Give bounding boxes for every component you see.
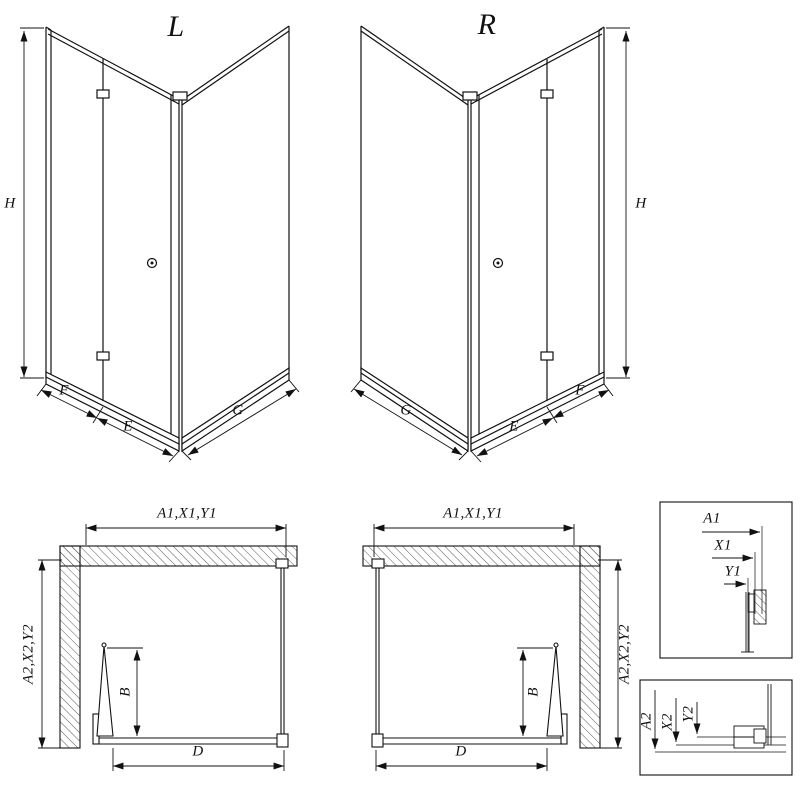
- detail-view-wall-profile: [659, 501, 793, 659]
- hinge-bottom: [96, 351, 110, 361]
- dimensions-plan-right: [373, 524, 622, 771]
- rail-fitting: [371, 733, 384, 748]
- wall-top: [59, 545, 298, 567]
- hinge-top: [96, 89, 110, 99]
- wall-top: [362, 545, 601, 567]
- dim-label-depth-plan-left: A2,X2,Y2: [20, 624, 37, 684]
- wall-fitting: [275, 558, 289, 569]
- dim-label-b-plan-left: B: [117, 687, 134, 697]
- dim-label-width-plan-left: A1,X1,Y1: [157, 505, 217, 522]
- rail-fitting: [276, 733, 289, 748]
- dim-label-d-plan-left: D: [192, 743, 204, 760]
- dim-label-f-left: F: [59, 382, 69, 399]
- wall-fitting: [371, 558, 385, 569]
- dim-label-d-plan-right: D: [455, 743, 467, 760]
- dim-label-e-left: E: [123, 418, 133, 435]
- detail-label-x2: X2: [659, 713, 676, 731]
- detail-view-bottom-profile: [639, 679, 793, 776]
- corner-bracket: [172, 91, 188, 101]
- dim-label-f-right: F: [575, 382, 585, 399]
- detail-label-y2: Y2: [680, 705, 697, 723]
- detail-label-a2: A2: [638, 712, 655, 730]
- dim-label-height-right: H: [635, 195, 647, 212]
- wall-right: [579, 545, 601, 749]
- detail-label-x1: X1: [714, 537, 732, 554]
- dimensions-left-view: [20, 27, 300, 463]
- corner-bracket: [462, 91, 478, 101]
- detail-label-y1: Y1: [724, 563, 742, 580]
- dim-label-b-plan-right: B: [525, 687, 542, 697]
- wall-left: [59, 545, 81, 749]
- hinge-bottom: [540, 351, 554, 361]
- dim-label-width-plan-right: A1,X1,Y1: [443, 505, 503, 522]
- dim-label-e-right: E: [509, 418, 519, 435]
- folded-door: [96, 645, 114, 737]
- plan-view-right: [362, 545, 601, 749]
- perspective-view-right: [360, 25, 605, 453]
- detail-label-a1: A1: [703, 510, 721, 527]
- dim-label-height-left: H: [4, 195, 16, 212]
- hinge-top: [540, 89, 554, 99]
- folded-door: [546, 645, 564, 737]
- plan-view-left: [59, 545, 298, 749]
- detail-frame: [639, 679, 793, 776]
- dimensions-plan-left: [38, 524, 287, 771]
- variant-label-right: R: [477, 8, 497, 41]
- dim-label-g-left: G: [232, 402, 244, 419]
- variant-label-left: L: [167, 10, 185, 43]
- dim-label-depth-plan-right: A2,X2,Y2: [616, 624, 633, 684]
- dimensions-right-view: [350, 27, 630, 463]
- dim-label-g-right: G: [400, 402, 412, 419]
- wall-profile-section: [753, 589, 767, 625]
- detail-frame: [659, 501, 793, 659]
- perspective-view-left: [45, 25, 290, 453]
